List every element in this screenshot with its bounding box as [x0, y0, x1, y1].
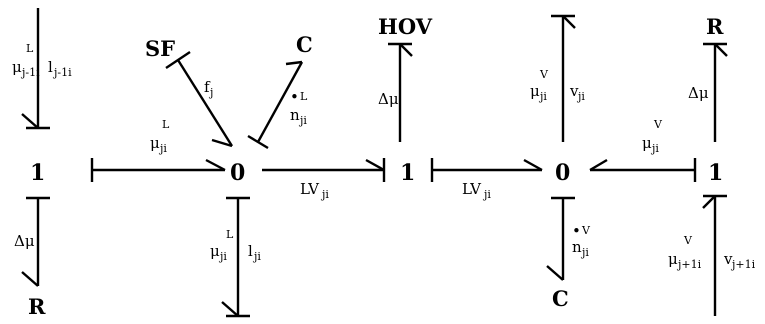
element-r-bottom: R — [28, 294, 46, 319]
svg-text:μ: μ — [642, 134, 652, 152]
svg-text:L: L — [162, 118, 170, 131]
svg-text:ji: ji — [320, 188, 329, 201]
label-n-dot-l-ji: • L n ji — [290, 88, 308, 127]
svg-text:n: n — [290, 106, 300, 124]
label-delta-mu-left: Δμ — [14, 232, 35, 250]
svg-text:f: f — [204, 78, 211, 96]
svg-text:μ: μ — [210, 242, 220, 260]
svg-text:ji: ji — [252, 250, 261, 263]
svg-text:ji: ji — [538, 90, 547, 103]
svg-text:•: • — [290, 88, 299, 106]
label-n-dot-v-ji: • V n ji — [572, 222, 591, 259]
svg-text:V: V — [581, 224, 591, 237]
label-mu-l-j-1i: L μ j-1i — [12, 42, 40, 79]
junction-one-left: 1 — [30, 160, 45, 186]
bond-zero-a-down — [221, 196, 250, 318]
junction-one-right: 1 — [708, 160, 723, 186]
label-mu-l-ji-vertical: L μ ji — [210, 228, 234, 263]
element-sf: SF — [145, 36, 175, 61]
label-l-ji: l ji — [248, 242, 261, 263]
svg-text:LV: LV — [300, 180, 320, 198]
junction-one-mid: 1 — [400, 160, 415, 186]
bond-one-mid-to-zero-b — [430, 158, 543, 182]
bond-one-mid-to-hov — [388, 42, 413, 142]
element-hov: HOV — [378, 14, 433, 39]
svg-text:ji: ji — [650, 142, 659, 155]
bond-one-right-to-zero-b — [589, 158, 697, 182]
svg-text:ji: ji — [576, 90, 585, 103]
svg-text:n: n — [572, 238, 582, 256]
label-mu-v-j1pi: V μ j+1i — [668, 234, 702, 271]
bond-sf-to-zero — [165, 51, 234, 148]
svg-text:j+1i: j+1i — [730, 258, 756, 271]
bond-one-to-r-bottom — [21, 196, 50, 287]
svg-text:•: • — [572, 222, 581, 240]
bond-top-left — [21, 8, 50, 130]
label-delta-mu-r: Δμ — [688, 84, 709, 102]
svg-text:j-1i: j-1i — [52, 66, 72, 79]
bond-zero-to-c-top — [247, 60, 304, 150]
bond-one-right-to-r-top — [703, 42, 728, 142]
svg-text:j+1i: j+1i — [676, 258, 702, 271]
svg-text:LV: LV — [462, 180, 482, 198]
label-v-ji: v ji — [569, 82, 585, 103]
label-v-j1pi: v j+1i — [723, 250, 756, 271]
bond-bottom-right-to-one-right — [702, 194, 727, 316]
svg-text:V: V — [653, 118, 663, 131]
junction-zero-b: 0 — [555, 160, 570, 186]
svg-text:ji: ji — [482, 188, 491, 201]
svg-text:V: V — [683, 234, 693, 247]
label-l-j-1i: l j-1i — [48, 58, 72, 79]
svg-text:L: L — [300, 90, 308, 103]
svg-text:l: l — [48, 58, 53, 76]
svg-text:j: j — [208, 86, 213, 99]
bond-one-to-zero-a — [90, 158, 226, 182]
element-r-top: R — [706, 14, 724, 39]
svg-text:μ: μ — [12, 58, 22, 76]
label-mu-l-ji-horizontal: L μ ji — [150, 118, 170, 155]
svg-text:ji: ji — [298, 114, 307, 127]
svg-text:V: V — [539, 68, 549, 81]
bond-zero-b-to-c-bottom — [546, 196, 575, 281]
label-mu-v-ji-vertical: V μ ji — [530, 68, 549, 103]
label-lv-ji-b: LV ji — [462, 180, 491, 201]
junction-zero-a: 0 — [230, 160, 245, 186]
bond-zero-b-up — [551, 14, 576, 142]
svg-text:μ: μ — [668, 250, 678, 268]
label-lv-ji-a: LV ji — [300, 180, 329, 201]
svg-text:ji: ji — [218, 250, 227, 263]
svg-text:L: L — [226, 228, 234, 241]
svg-text:j-1i: j-1i — [20, 66, 40, 79]
svg-text:v: v — [723, 250, 733, 268]
label-mu-v-ji-horizontal: V μ ji — [642, 118, 663, 155]
label-delta-mu-hov: Δμ — [378, 90, 399, 108]
element-c-top: C — [296, 32, 313, 57]
svg-text:v: v — [569, 82, 579, 100]
bond-zero-a-to-one-mid — [262, 158, 386, 182]
svg-text:μ: μ — [530, 82, 540, 100]
svg-text:L: L — [26, 42, 34, 55]
svg-text:ji: ji — [580, 246, 589, 259]
svg-text:l: l — [248, 242, 253, 260]
element-c-bottom: C — [552, 286, 569, 311]
label-f-j: f j — [204, 78, 213, 99]
svg-text:ji: ji — [158, 142, 167, 155]
svg-text:μ: μ — [150, 134, 160, 152]
